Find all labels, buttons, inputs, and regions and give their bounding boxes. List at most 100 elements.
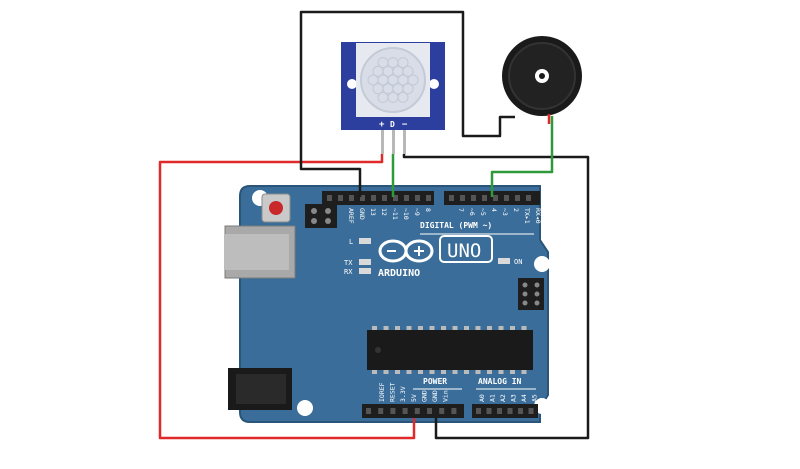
pin-hole (482, 195, 487, 201)
pir-lens-facets (367, 57, 419, 103)
wires (158, 10, 590, 440)
analog-pin-label: A2 (499, 394, 507, 402)
chip-leg (475, 326, 481, 330)
pin-hole (439, 408, 445, 414)
analog-pin-label: A1 (489, 394, 497, 402)
digital-header-label: DIGITAL (PWM ~) (420, 221, 492, 230)
chip-leg (429, 326, 435, 330)
digital-pin-label: ~3 (501, 208, 509, 216)
dc-jack (228, 368, 292, 410)
digital-pin-label: ~11 (391, 208, 399, 220)
analog-pin-label: A4 (520, 394, 528, 402)
chip-leg (487, 370, 492, 374)
digital-pin-label: ~9 (413, 208, 421, 216)
pin-hole (414, 408, 420, 414)
pin-hole (486, 408, 492, 414)
pin-hole (402, 408, 408, 414)
pin-hole (451, 408, 457, 414)
chip-leg (418, 370, 423, 374)
chip-leg (429, 370, 435, 374)
chip-leg (395, 370, 400, 374)
pir-sensor: + D − (341, 42, 445, 154)
pin-hole (327, 195, 332, 201)
power-pin-label: RESET (389, 382, 397, 402)
pir-pin-label-plus: + (379, 120, 385, 130)
pin-hole (390, 408, 396, 414)
wire-pir-ground (402, 154, 590, 440)
digital-pin-label: GND (358, 208, 366, 220)
model-badge (439, 235, 493, 263)
pin-hole (504, 195, 509, 201)
atmega-chip-icon (367, 326, 533, 374)
pin-hole (460, 195, 465, 201)
pir-lens-facet (402, 65, 414, 77)
mount-hole (297, 400, 313, 416)
digital-pin-label: AREF (347, 208, 355, 224)
pin-hole (476, 408, 481, 414)
analog-pin-label: A0 (478, 394, 486, 402)
pin-hole (366, 408, 371, 414)
icsp-header (305, 204, 337, 228)
led-l (359, 238, 371, 244)
led-label-rx: RX (344, 268, 353, 276)
digital-pin-label: 7 (457, 208, 465, 212)
pir-pin-plus (381, 130, 384, 154)
pir-mount-hole (347, 79, 357, 89)
pin-hole (497, 408, 502, 414)
power-pin-label: 5V (410, 394, 418, 402)
digital-pin-label: 8 (424, 208, 432, 212)
chip-leg (452, 326, 458, 330)
chip-leg (475, 370, 481, 374)
power-header-label: POWER (423, 377, 447, 386)
chip-leg (406, 326, 412, 330)
digital-pin-label: 12 (380, 208, 388, 216)
chip-leg (395, 326, 400, 330)
chip-leg (464, 326, 469, 330)
digital-pin-label: ~10 (402, 208, 410, 220)
chip-notch (375, 347, 381, 353)
status-leds: L TX RX ON (344, 238, 522, 276)
pin-hole (378, 408, 384, 414)
chip-leg (510, 326, 515, 330)
pin-hole (427, 408, 432, 414)
pin-hole (471, 195, 476, 201)
led-label-l: L (349, 238, 353, 246)
chip-leg (441, 370, 446, 374)
wire-buzzer-signal (490, 116, 554, 197)
power-pin-label: GND (420, 390, 428, 402)
pin-hole (426, 195, 431, 201)
arduino-infinity-logo-icon (378, 239, 434, 263)
pin-hole (507, 408, 513, 414)
power-pin-label: Vin (442, 390, 450, 402)
led-rx (359, 268, 371, 274)
pin-hole (526, 195, 531, 201)
pin-hole (371, 195, 376, 201)
led-tx (359, 259, 371, 265)
chip-leg (383, 326, 389, 330)
pir-lens-icon (360, 47, 426, 113)
pin-hole (528, 408, 534, 414)
buzzer-icon (502, 36, 582, 116)
pin-hole (493, 195, 498, 201)
pir-lens-facet (397, 91, 409, 103)
pir-lens-facet (407, 74, 419, 86)
chip-leg (372, 370, 377, 374)
brand-label: ARDUINO (378, 268, 420, 279)
led-on (498, 258, 510, 264)
chip-leg (521, 326, 527, 330)
analog-pin-label: A3 (510, 394, 518, 402)
chip-leg (452, 370, 458, 374)
chip-leg (498, 326, 504, 330)
pin-hole (415, 195, 420, 201)
chip-leg (498, 370, 504, 374)
analog-pin-label: A5 (531, 394, 539, 402)
pin-hole (404, 195, 409, 201)
power-pin-label: GND (431, 390, 439, 402)
pin-hole (382, 195, 387, 201)
wire-5v-power (158, 154, 416, 440)
pin-hole (518, 408, 523, 414)
